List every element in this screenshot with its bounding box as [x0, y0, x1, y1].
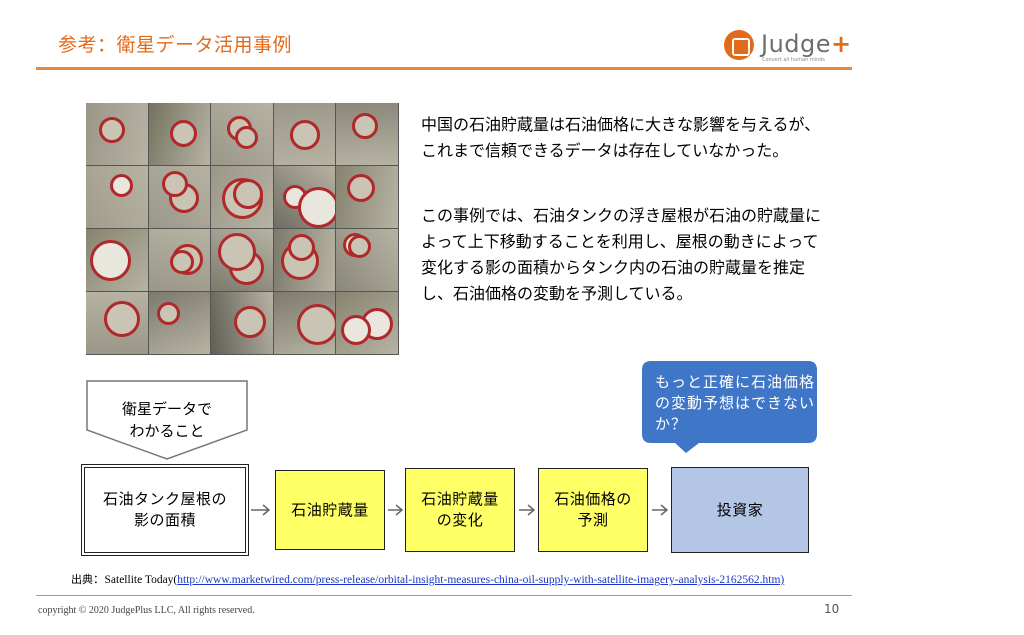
- oil-tank-icon: [110, 174, 133, 197]
- title-divider: [36, 67, 852, 70]
- step-investor: 投資家: [671, 467, 809, 553]
- satellite-tile: [86, 229, 149, 292]
- satellite-tile: [336, 103, 399, 166]
- question-callout-text: もっと正確に石油価格の変動予想はできないか？: [655, 373, 816, 433]
- oil-tank-icon: [348, 235, 372, 258]
- copyright-text: copyright © 2020 JudgePlus LLC, All righ…: [38, 605, 255, 616]
- oil-tank-icon: [90, 240, 131, 281]
- oil-tank-icon: [169, 120, 197, 147]
- satellite-tile: [211, 292, 274, 355]
- satellite-tile: [273, 292, 337, 355]
- oil-tank-icon: [234, 306, 267, 338]
- satellite-tile: [273, 229, 337, 292]
- logo-emblem-icon: [724, 30, 754, 60]
- satellite-tile: [273, 166, 337, 229]
- arrow-icon: [251, 504, 271, 516]
- step-price-forecast: 石油価格の予測: [538, 468, 648, 552]
- satellite-tile: [211, 229, 274, 292]
- footer-divider: [36, 595, 852, 596]
- oil-tank-icon: [104, 301, 140, 337]
- satellite-tile: [211, 166, 274, 229]
- step-storage-change: 石油貯蔵量の変化: [405, 468, 515, 552]
- satellite-tile: [336, 292, 399, 355]
- logo-tagline: Convert all human minds: [762, 57, 826, 63]
- oil-tank-icon: [156, 302, 180, 325]
- oil-tank-icon: [233, 179, 264, 209]
- satellite-tile: [211, 103, 274, 166]
- oil-tank-icon: [352, 113, 379, 139]
- oil-tank-icon: [296, 304, 336, 345]
- satellite-tile: [336, 166, 399, 229]
- oil-tank-icon: [297, 187, 336, 228]
- description-paragraph-2: この事例では、石油タンクの浮き屋根が石油の貯蔵量によって上下移動することを利用し…: [421, 206, 822, 303]
- satellite-tile: [336, 229, 399, 292]
- description-paragraph-1: 中国の石油貯蔵量は石油価格に大きな影響を与えるが、これまで信頼できるデータは存在…: [421, 115, 821, 160]
- company-logo: Judge+ Convert all human minds: [724, 30, 854, 63]
- oil-tank-icon: [218, 233, 257, 271]
- data-label-text: 衛星データで わかること: [121, 400, 212, 440]
- satellite-tile: [86, 103, 149, 166]
- oil-tank-icon: [235, 126, 259, 149]
- satellite-tile: [148, 103, 212, 166]
- question-callout: [642, 361, 817, 453]
- oil-tank-icon: [287, 234, 315, 261]
- step-oil-storage: 石油貯蔵量: [275, 470, 385, 550]
- satellite-tile: [148, 292, 212, 355]
- satellite-oil-tank-image: [86, 103, 399, 355]
- data-label-pentagon: [86, 380, 248, 460]
- arrow-icon: [652, 504, 669, 516]
- oil-tank-icon: [347, 174, 376, 202]
- oil-tank-icon: [289, 120, 320, 150]
- satellite-tile: [86, 166, 149, 229]
- source-citation: 出典：Satellite Today(http://www.marketwire…: [71, 573, 785, 586]
- oil-tank-icon: [99, 117, 125, 143]
- arrow-icon: [519, 504, 536, 516]
- satellite-tile: [148, 166, 212, 229]
- satellite-tile: [86, 292, 149, 355]
- step-shadow-area: 石油タンク屋根の影の面積: [81, 464, 249, 556]
- oil-tank-icon: [341, 315, 372, 345]
- arrow-icon: [388, 504, 404, 516]
- logo-wordmark: Judge+: [761, 30, 852, 58]
- page-number: 10: [824, 602, 840, 616]
- page-title: 参考：衛星データ活用事例: [58, 34, 293, 56]
- satellite-tile: [148, 229, 212, 292]
- oil-tank-icon: [169, 250, 194, 274]
- oil-tank-icon: [161, 171, 188, 197]
- satellite-tile: [273, 103, 337, 166]
- source-link[interactable]: http://www.marketwired.com/press-release…: [177, 574, 785, 586]
